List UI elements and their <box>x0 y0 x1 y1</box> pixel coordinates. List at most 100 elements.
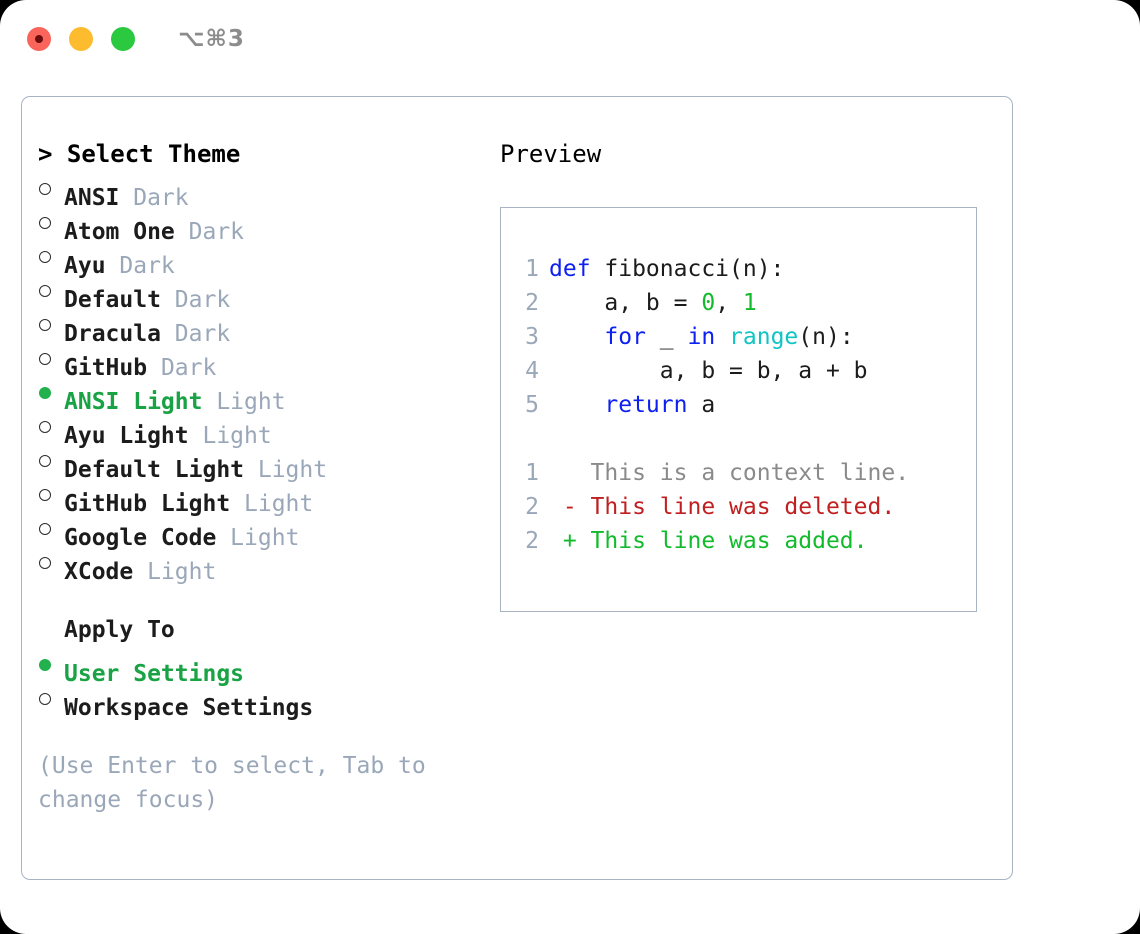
radio-mark <box>39 319 51 331</box>
line-number: 2 <box>525 494 539 520</box>
radio-mark <box>39 387 51 399</box>
radio-unselected-icon[interactable] <box>38 307 64 341</box>
radio-selected-icon[interactable] <box>38 375 64 409</box>
radio-mark <box>39 557 51 569</box>
traffic-light-dots <box>27 27 135 51</box>
diff-text: This line was added. <box>576 528 868 554</box>
option-label: GitHub Light <box>64 491 231 517</box>
maximize-dot[interactable] <box>111 27 135 51</box>
radio-unselected-icon[interactable] <box>38 477 64 511</box>
diff-sample: 1 This is a context line.2 - This line w… <box>501 456 976 558</box>
minimize-dot[interactable] <box>69 27 93 51</box>
radio-mark <box>39 251 51 263</box>
diff-marker <box>549 456 577 490</box>
option-label: Ayu Light <box>64 423 189 449</box>
option-label: Ayu <box>64 253 106 279</box>
code-token: a <box>687 392 716 418</box>
line-number: 4 <box>525 358 539 384</box>
code-token: fibonacci(n): <box>590 256 785 282</box>
line-number: 1 <box>525 460 539 486</box>
code-token: def <box>549 256 591 282</box>
radio-unselected-icon[interactable] <box>38 511 64 545</box>
code-token: range <box>729 324 799 350</box>
radio-unselected-icon[interactable] <box>38 171 64 205</box>
close-dot[interactable] <box>27 27 51 51</box>
code-token: for <box>604 324 646 350</box>
window-titlebar: ⌥⌘3 <box>0 0 1140 78</box>
option-variant-label: Dark <box>119 185 189 211</box>
radio-mark <box>39 285 51 297</box>
theme-item-5[interactable]: GitHub Dark <box>38 341 478 381</box>
diff-line-0: 1 This is a context line. <box>501 456 976 490</box>
line-number: 2 <box>525 528 539 554</box>
code-token <box>715 324 729 350</box>
code-token: 0 <box>701 290 716 316</box>
radio-unselected-icon[interactable] <box>38 341 64 375</box>
theme-item-11[interactable]: XCode Light <box>38 545 478 585</box>
theme-item-3[interactable]: Default Dark <box>38 273 478 313</box>
line-number: 2 <box>525 290 539 316</box>
radio-mark <box>39 693 51 705</box>
option-variant-label: Light <box>133 559 217 585</box>
diff-text: This line was deleted. <box>576 494 896 520</box>
radio-unselected-icon[interactable] <box>38 205 64 239</box>
option-label: Workspace Settings <box>64 695 314 721</box>
radio-unselected-icon[interactable] <box>38 239 64 273</box>
diff-line-2: 2 + This line was added. <box>501 524 976 558</box>
theme-item-1[interactable]: Atom One Dark <box>38 205 478 245</box>
code-token: _ <box>645 324 688 350</box>
option-label: Atom One <box>64 219 175 245</box>
radio-mark <box>39 217 51 229</box>
apply-item-0[interactable]: User Settings <box>38 647 478 687</box>
line-number: 5 <box>525 392 539 418</box>
radio-mark <box>39 523 51 535</box>
preview-header: Preview <box>500 140 602 168</box>
option-variant-label: Dark <box>105 253 175 279</box>
option-variant-label: Dark <box>174 219 245 245</box>
radio-mark <box>39 421 51 433</box>
code-text: a, b = 0, 1 <box>549 286 756 320</box>
option-label: Google Code <box>64 525 217 551</box>
theme-item-9[interactable]: GitHub Light Light <box>38 477 478 517</box>
radio-unselected-icon[interactable] <box>38 681 64 715</box>
theme-item-0[interactable]: ANSI Dark <box>38 171 478 211</box>
option-label: Dracula <box>64 321 161 347</box>
option-variant-label: Dark <box>160 287 231 313</box>
radio-unselected-icon[interactable] <box>38 545 64 579</box>
radio-unselected-icon[interactable] <box>38 273 64 307</box>
radio-unselected-icon[interactable] <box>38 409 64 443</box>
radio-selected-icon[interactable] <box>38 647 64 681</box>
option-label: GitHub <box>64 355 148 381</box>
option-variant-label: Light <box>216 525 300 551</box>
code-text: for _ in range(n): <box>549 320 854 354</box>
code-token: , <box>715 290 743 316</box>
diff-text: This is a context line. <box>576 460 910 486</box>
radio-unselected-icon[interactable] <box>38 443 64 477</box>
option-label: ANSI <box>64 185 120 211</box>
theme-item-7[interactable]: Ayu Light Light <box>38 409 478 449</box>
theme-item-10[interactable]: Google Code Light <box>38 511 478 551</box>
apply-item-1[interactable]: Workspace Settings <box>38 681 478 721</box>
code-line-1: 2 a, b = 0, 1 <box>501 286 976 320</box>
theme-item-2[interactable]: Ayu Dark <box>38 239 478 279</box>
code-token: (n): <box>798 324 854 350</box>
code-token: in <box>687 324 716 350</box>
theme-item-8[interactable]: Default Light Light <box>38 443 478 483</box>
select-theme-header: > Select Theme <box>38 140 241 168</box>
theme-item-4[interactable]: Dracula Dark <box>38 307 478 347</box>
code-token: a, b = <box>549 290 702 316</box>
option-variant-label: Light <box>244 457 328 483</box>
option-label: Default <box>64 287 161 313</box>
code-diff-spacer <box>501 422 976 456</box>
theme-item-6[interactable]: ANSI Light Light <box>38 375 478 415</box>
radio-mark <box>39 455 51 467</box>
code-line-4: 5 return a <box>501 388 976 422</box>
